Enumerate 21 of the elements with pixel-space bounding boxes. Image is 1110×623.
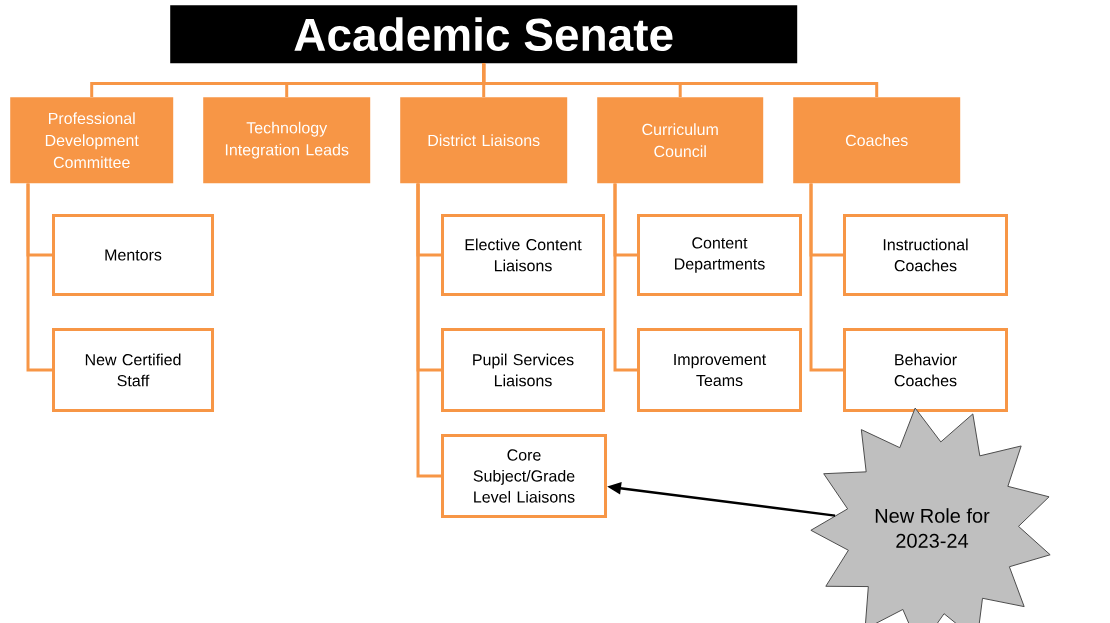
role-box: New Certified Staff [52, 328, 214, 412]
group-box: Curriculum Council [597, 97, 764, 184]
connector-line [482, 63, 879, 97]
role-box: Instructional Coaches [843, 214, 1008, 296]
starburst: New Role for 2023-24 [810, 407, 1051, 623]
role-box: Mentors [52, 214, 214, 296]
connector-line [809, 183, 843, 372]
title-box: Academic Senate [170, 5, 798, 64]
group-box: District Liaisons [400, 97, 568, 184]
role-box: Content Departments [637, 214, 802, 296]
connector-line [26, 183, 52, 372]
role-box: Core Subject/Grade Level Liaisons [441, 434, 607, 518]
group-box: Professional Development Committee [10, 97, 174, 184]
connector-line [613, 183, 637, 372]
group-box: Coaches [793, 97, 961, 184]
role-box: Pupil Services Liaisons [441, 328, 605, 412]
connector-line [416, 183, 441, 478]
role-box: Elective Content Liaisons [441, 214, 605, 296]
role-box: Improvement Teams [637, 328, 802, 412]
role-box: Behavior Coaches [843, 328, 1008, 412]
group-box: Technology Integration Leads [203, 97, 371, 184]
